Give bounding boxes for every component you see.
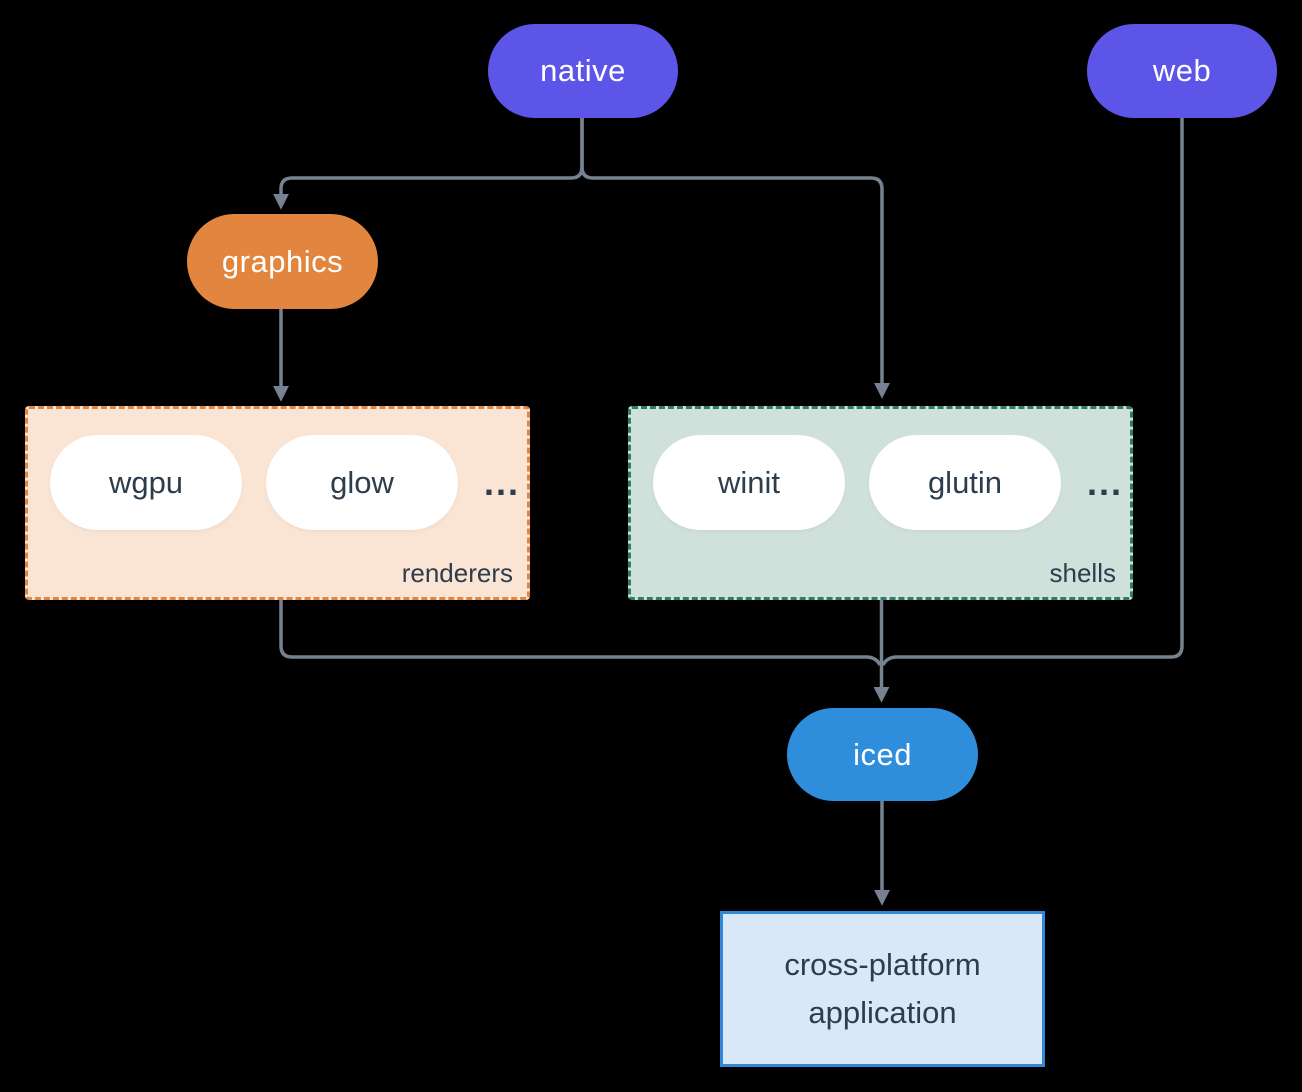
node-winit-label: winit [717, 464, 780, 500]
node-wgpu: wgpu [50, 435, 242, 530]
node-wgpu-label: wgpu [108, 464, 184, 500]
edge-native-graphics [273, 118, 584, 210]
renderers-ellipsis: ... [483, 461, 520, 503]
application-label: cross-platform application [784, 946, 981, 1030]
node-glutin: glutin [869, 435, 1061, 530]
node-winit: winit [653, 435, 845, 530]
node-web: web [1087, 24, 1277, 118]
renderers-group-label: renderers [401, 558, 513, 588]
edge-renderers-iced [279, 600, 882, 666]
edge-web-iced [881, 118, 1184, 666]
node-graphics: graphics [187, 214, 378, 309]
node-iced: iced [787, 708, 978, 801]
shells-group-label: shells [1049, 558, 1116, 588]
group-renderers: wgpu glow ... renderers [25, 406, 530, 600]
node-glow: glow [266, 435, 458, 530]
node-glow-label: glow [330, 464, 394, 500]
node-graphics-label: graphics [221, 243, 344, 279]
node-native-label: native [540, 53, 626, 88]
node-iced-label: iced [853, 736, 912, 772]
node-native: native [488, 24, 678, 118]
node-web-label: web [1152, 53, 1212, 88]
edge-native-shells [580, 118, 890, 399]
node-glutin-label: glutin [927, 464, 1003, 500]
node-cross-platform-application: cross-platform application [720, 911, 1045, 1067]
group-shells: winit glutin ... shells [628, 406, 1133, 600]
shells-ellipsis: ... [1086, 461, 1123, 503]
